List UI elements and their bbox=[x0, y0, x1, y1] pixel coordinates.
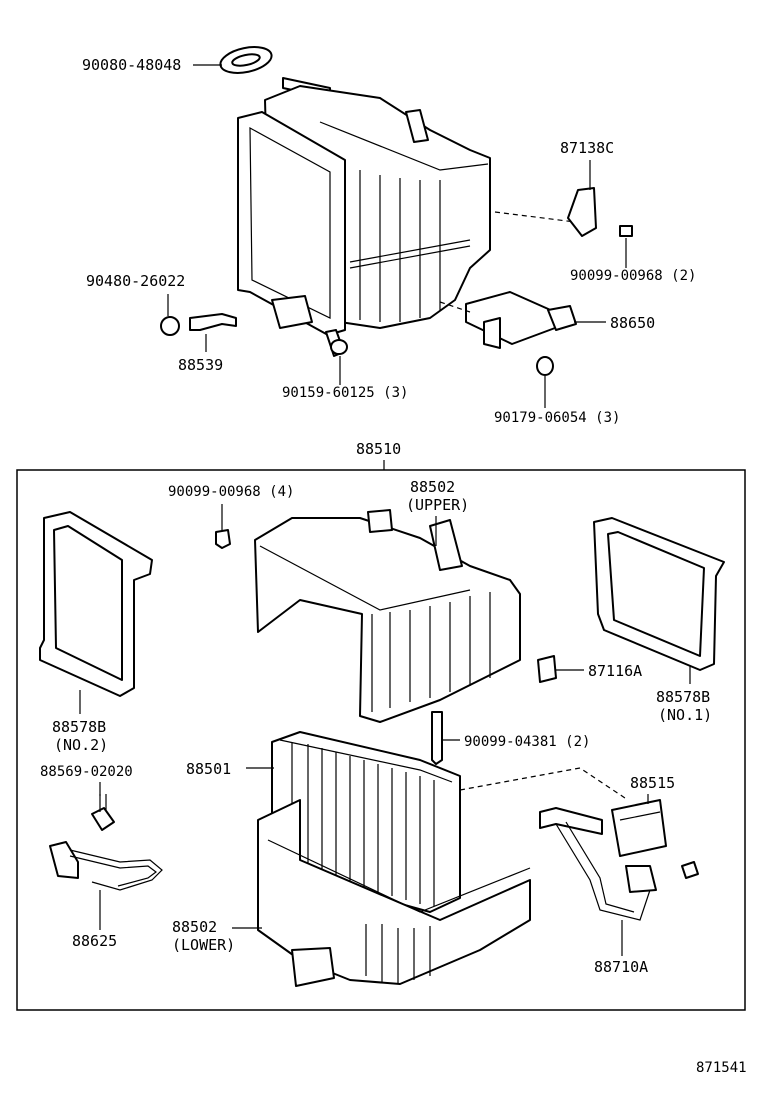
label-90099-04381: 90099-04381 (2) bbox=[464, 734, 590, 750]
label-88510: 88510 bbox=[356, 440, 401, 458]
label-88539: 88539 bbox=[178, 356, 223, 374]
label-90159-60125: 90159-60125 (3) bbox=[282, 385, 408, 401]
label-87138C: 87138C bbox=[560, 139, 614, 157]
label-90179-06054: 90179-06054 (3) bbox=[494, 410, 620, 426]
label-88502-lower-note: (LOWER) bbox=[172, 936, 235, 954]
lower-housing bbox=[257, 799, 531, 987]
label-87116A: 87116A bbox=[588, 662, 642, 680]
upper-unit-assembly bbox=[160, 46, 633, 376]
label-88578B-no1-note: (NO.1) bbox=[658, 706, 712, 724]
label-90099-00968-2: 90099-00968 (2) bbox=[570, 268, 696, 284]
label-88569-02020: 88569-02020 bbox=[40, 764, 133, 780]
label-88578B-no1: 88578B bbox=[656, 688, 710, 706]
top-labels: 90080-48048 87138C 90099-00968 (2) 90480… bbox=[82, 56, 696, 426]
lower-labels: 90099-00968 (4) 88502 (UPPER) 88578B (NO… bbox=[40, 478, 712, 976]
label-90080-48048: 90080-48048 bbox=[82, 56, 181, 74]
label-88502-lower: 88502 bbox=[172, 918, 217, 936]
label-88625: 88625 bbox=[72, 932, 117, 950]
label-90099-00968-4: 90099-00968 (4) bbox=[168, 484, 294, 500]
label-88502-upper: 88502 bbox=[410, 478, 455, 496]
harness-88625 bbox=[49, 841, 163, 891]
filter-frame-no2 bbox=[39, 511, 153, 697]
filter-frame-no1 bbox=[593, 517, 725, 671]
diagram-id: 871541 bbox=[696, 1060, 747, 1076]
kit-88510-frame: 88510 bbox=[16, 440, 746, 1011]
pipe-88710A bbox=[539, 807, 699, 921]
label-88515: 88515 bbox=[630, 774, 675, 792]
exploded-parts bbox=[39, 509, 725, 987]
label-88578B-no2-note: (NO.2) bbox=[54, 736, 108, 754]
label-88501: 88501 bbox=[186, 760, 231, 778]
label-90480-26022: 90480-26022 bbox=[86, 272, 185, 290]
grommet-part bbox=[219, 46, 273, 74]
label-88650: 88650 bbox=[610, 314, 655, 332]
label-88710A: 88710A bbox=[594, 958, 648, 976]
upper-housing bbox=[254, 509, 521, 723]
label-88502-upper-note: (UPPER) bbox=[406, 496, 469, 514]
label-88578B-no2: 88578B bbox=[52, 718, 106, 736]
